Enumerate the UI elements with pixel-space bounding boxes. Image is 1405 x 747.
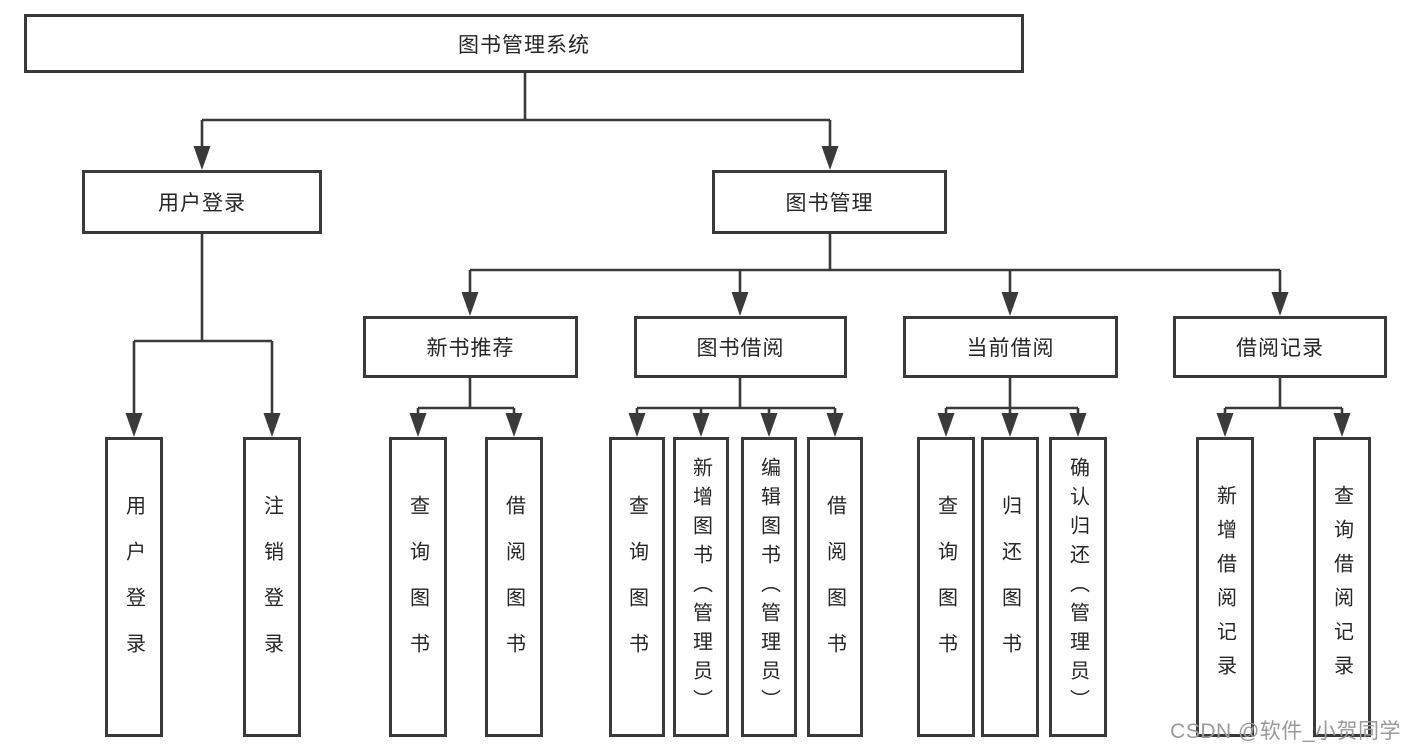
- node-book-borrow: 图书借阅: [634, 316, 847, 378]
- arrow-down-icon: [1001, 413, 1019, 437]
- arrow-down-icon: [1001, 292, 1019, 316]
- arrow-down-icon: [826, 413, 844, 437]
- leaf-borrow-borrow-books: 借阅图书: [807, 437, 863, 737]
- leaf-records-query-record: 查询借阅记录: [1313, 437, 1371, 737]
- arrow-down-icon: [1333, 413, 1351, 437]
- node-root: 图书管理系统: [24, 14, 1024, 73]
- leaf-borrow-edit-books-admin: 编辑图书（管理员）: [741, 437, 797, 737]
- leaf-logout: 注销登录: [243, 437, 301, 737]
- connector-root-to-level2: [200, 73, 832, 148]
- arrow-down-icon: [1216, 413, 1234, 437]
- arrowheads: [125, 146, 1351, 437]
- node-borrow-records: 借阅记录: [1173, 316, 1387, 378]
- leaf-borrow-add-books-admin: 新增图书（管理员）: [673, 437, 729, 737]
- leaf-newbook-query-books: 查询图书: [389, 437, 447, 737]
- connector-borrow-records-to-leaves: [1223, 378, 1344, 415]
- arrow-down-icon: [1271, 292, 1289, 316]
- arrow-down-icon: [731, 292, 749, 316]
- leaf-user-login: 用户登录: [105, 437, 163, 737]
- arrow-down-icon: [505, 413, 523, 437]
- leaf-borrow-query-books: 查询图书: [609, 437, 665, 737]
- arrow-down-icon: [461, 292, 479, 316]
- arrow-down-icon: [937, 413, 955, 437]
- arrow-down-icon: [821, 146, 839, 170]
- node-user-login: 用户登录: [82, 170, 322, 234]
- arrow-down-icon: [193, 146, 211, 170]
- leaf-current-confirm-return-admin: 确认归还（管理员）: [1049, 437, 1107, 737]
- arrow-down-icon: [409, 413, 427, 437]
- leaf-current-query-books: 查询图书: [917, 437, 975, 737]
- watermark: CSDN @软件_小贺同学: [1170, 720, 1401, 743]
- arrow-down-icon: [125, 413, 143, 437]
- leaf-current-return-books: 归还图书: [981, 437, 1039, 737]
- arrow-down-icon: [628, 413, 646, 437]
- node-new-book-recommend: 新书推荐: [363, 316, 578, 378]
- connector-book-management-to-level3: [468, 234, 1282, 294]
- connector-book-borrow-to-leaves: [635, 378, 837, 415]
- arrow-down-icon: [760, 413, 778, 437]
- leaf-newbook-borrow-books: 借阅图书: [485, 437, 543, 737]
- connector-user-login-to-leaves: [132, 234, 274, 415]
- node-current-borrow: 当前借阅: [903, 316, 1118, 378]
- arrow-down-icon: [1069, 413, 1087, 437]
- arrow-down-icon: [692, 413, 710, 437]
- arrow-down-icon: [263, 413, 281, 437]
- leaf-records-add-record: 新增借阅记录: [1196, 437, 1254, 737]
- node-book-management: 图书管理: [712, 170, 947, 234]
- connector-current-borrow-to-leaves: [944, 378, 1080, 415]
- connector-new-book-to-leaves: [416, 378, 516, 415]
